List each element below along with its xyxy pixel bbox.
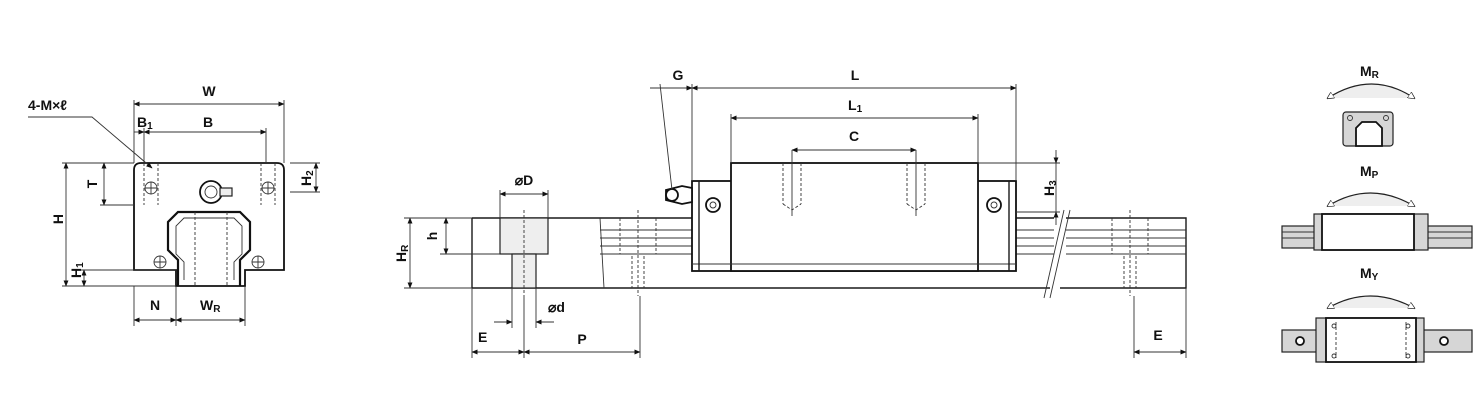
end-seal-screw-left xyxy=(705,197,721,213)
moment-diagrams: MR MP MY xyxy=(1281,63,1473,363)
dim-g-label: G xyxy=(673,67,684,83)
mounting-thread-label: 4-M×ℓ xyxy=(28,97,67,113)
rail-hole-left xyxy=(499,210,549,296)
carriage-body xyxy=(730,162,979,272)
moment-mp-label: MP xyxy=(1360,163,1379,181)
dim-b-label: B xyxy=(203,114,213,130)
dim-h1-label: H1 xyxy=(68,262,86,278)
moment-mr-label: MR xyxy=(1360,63,1380,81)
dim-h-small-label: h xyxy=(424,232,440,241)
dim-l-label: L xyxy=(851,67,860,83)
block-outline xyxy=(133,162,285,287)
dim-c-label: C xyxy=(849,128,859,144)
dim-n-label: N xyxy=(150,297,160,313)
dim-h-label: H xyxy=(50,214,66,224)
moment-my-label: MY xyxy=(1360,265,1379,283)
side-view: G L L1 C H3 ⌀D HR h ⌀d E P E xyxy=(393,67,1187,358)
dim-wr-label: WR xyxy=(200,297,221,315)
dim-p-label: P xyxy=(577,331,586,347)
moment-mr: MR xyxy=(1328,63,1414,147)
dim-od-small-label: ⌀d xyxy=(548,299,565,315)
rail-hole-middle xyxy=(619,210,657,296)
end-view: W B1 B T H H1 H2 N WR 4-M×ℓ xyxy=(28,83,320,326)
dim-t-label: T xyxy=(84,179,100,188)
rail-hole-right xyxy=(1111,210,1149,296)
end-seal-screw-right xyxy=(986,197,1002,213)
dim-w-label: W xyxy=(202,83,216,99)
moment-mp: MP xyxy=(1281,163,1473,251)
moment-my: MY xyxy=(1281,265,1473,363)
grease-nipple xyxy=(199,180,223,204)
dim-hr-label: HR xyxy=(393,244,411,262)
rail-profile xyxy=(166,210,252,286)
dim-h3-label: H3 xyxy=(1041,180,1059,196)
mounting-holes xyxy=(143,163,276,286)
dim-e-right-label: E xyxy=(1153,327,1162,343)
dim-b1-label: B1 xyxy=(137,114,153,132)
dim-h2-label: H2 xyxy=(298,170,316,186)
dim-od-big-label: ⌀D xyxy=(515,172,534,188)
dim-e-left-label: E xyxy=(478,329,487,345)
dim-l1-label: L1 xyxy=(848,97,863,115)
